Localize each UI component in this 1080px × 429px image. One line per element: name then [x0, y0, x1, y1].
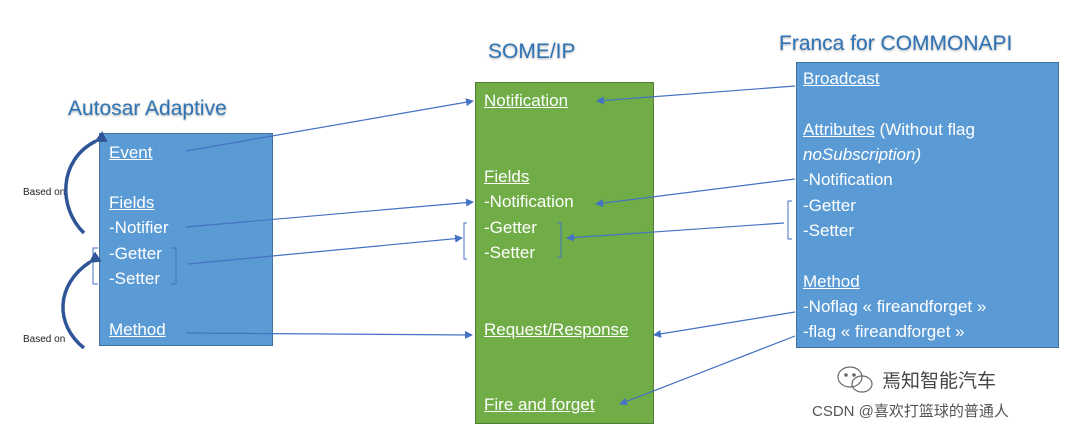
- franca-flag-label: -flag « fireandforget »: [803, 322, 965, 341]
- arrow-notifier-to-field-notification: [185, 198, 474, 228]
- bracket-someip-getset-left: [463, 222, 467, 260]
- autosar-notifier-label: -Notifier: [109, 218, 169, 237]
- someip-setter-label: -Setter: [484, 243, 536, 262]
- autosar-box: [99, 133, 273, 346]
- someip-title: SOME/IP: [488, 40, 576, 63]
- bracket-someip-getset-right: [557, 222, 562, 258]
- franca-attributes-note-2: noSubscription): [803, 145, 922, 164]
- autosar-setter-label: -Setter: [109, 269, 161, 288]
- autosar-event-label: Event: [109, 143, 153, 162]
- franca-attributes-note: (Without flag: [874, 120, 975, 139]
- arrow-broadcast-to-notification: [596, 85, 796, 105]
- autosar-getter-label: -Getter: [109, 244, 162, 263]
- franca-box: [796, 62, 1059, 348]
- franca-attributes-line: Attributes (Without flag: [803, 120, 975, 140]
- franca-getter-label: -Getter: [803, 196, 856, 215]
- arrow-noflag-to-request-response: [653, 311, 796, 338]
- bracket-autosar-getset-left: [92, 247, 98, 285]
- arrow-attr-notification-to-field-notification: [595, 178, 796, 208]
- bracket-franca-getset-left: [787, 200, 792, 240]
- someip-request-response-label: Request/Response: [484, 320, 629, 339]
- watermark-csdn: CSDN @喜欢打篮球的普通人: [812, 403, 1009, 420]
- autosar-method-label: Method: [109, 320, 166, 339]
- based-on-annotation-top: Based on: [23, 187, 66, 198]
- someip-getter-label: -Getter: [484, 218, 537, 237]
- franca-attributes-label: Attributes: [803, 120, 875, 139]
- someip-box: [475, 82, 654, 424]
- someip-fire-and-forget-label: Fire and forget: [484, 395, 595, 414]
- arrow-attr-getset-to-getset: [566, 222, 785, 242]
- franca-notification-label: -Notification: [803, 170, 893, 189]
- someip-field-notification-label: -Notification: [484, 192, 574, 211]
- curved-arrow-based-on-top: [64, 131, 108, 235]
- someip-notification-label: Notification: [484, 91, 569, 110]
- bracket-autosar-getset-right: [171, 247, 177, 285]
- arrow-flag-to-fire-and-forget: [619, 335, 796, 406]
- watermark-account: 焉知智能汽车: [882, 371, 997, 392]
- arrow-event-to-notification: [185, 98, 474, 152]
- autosar-fields-label: Fields: [109, 193, 155, 212]
- arrow-getset-to-getset: [187, 234, 463, 265]
- franca-method-label: Method: [803, 272, 860, 291]
- someip-fields-label: Fields: [484, 167, 530, 186]
- arrow-method-to-request-response: [185, 330, 473, 339]
- franca-title: Franca for COMMONAPI: [779, 32, 1013, 55]
- franca-setter-label: -Setter: [803, 221, 855, 240]
- wechat-logo: [837, 366, 873, 393]
- based-on-annotation-bottom: Based on: [23, 334, 66, 345]
- autosar-title: Autosar Adaptive: [68, 97, 227, 120]
- franca-noflag-label: -Noflag « fireandforget »: [803, 297, 987, 316]
- franca-broadcast-label: Broadcast: [803, 69, 880, 88]
- curved-arrow-based-on-bottom: [61, 251, 102, 350]
